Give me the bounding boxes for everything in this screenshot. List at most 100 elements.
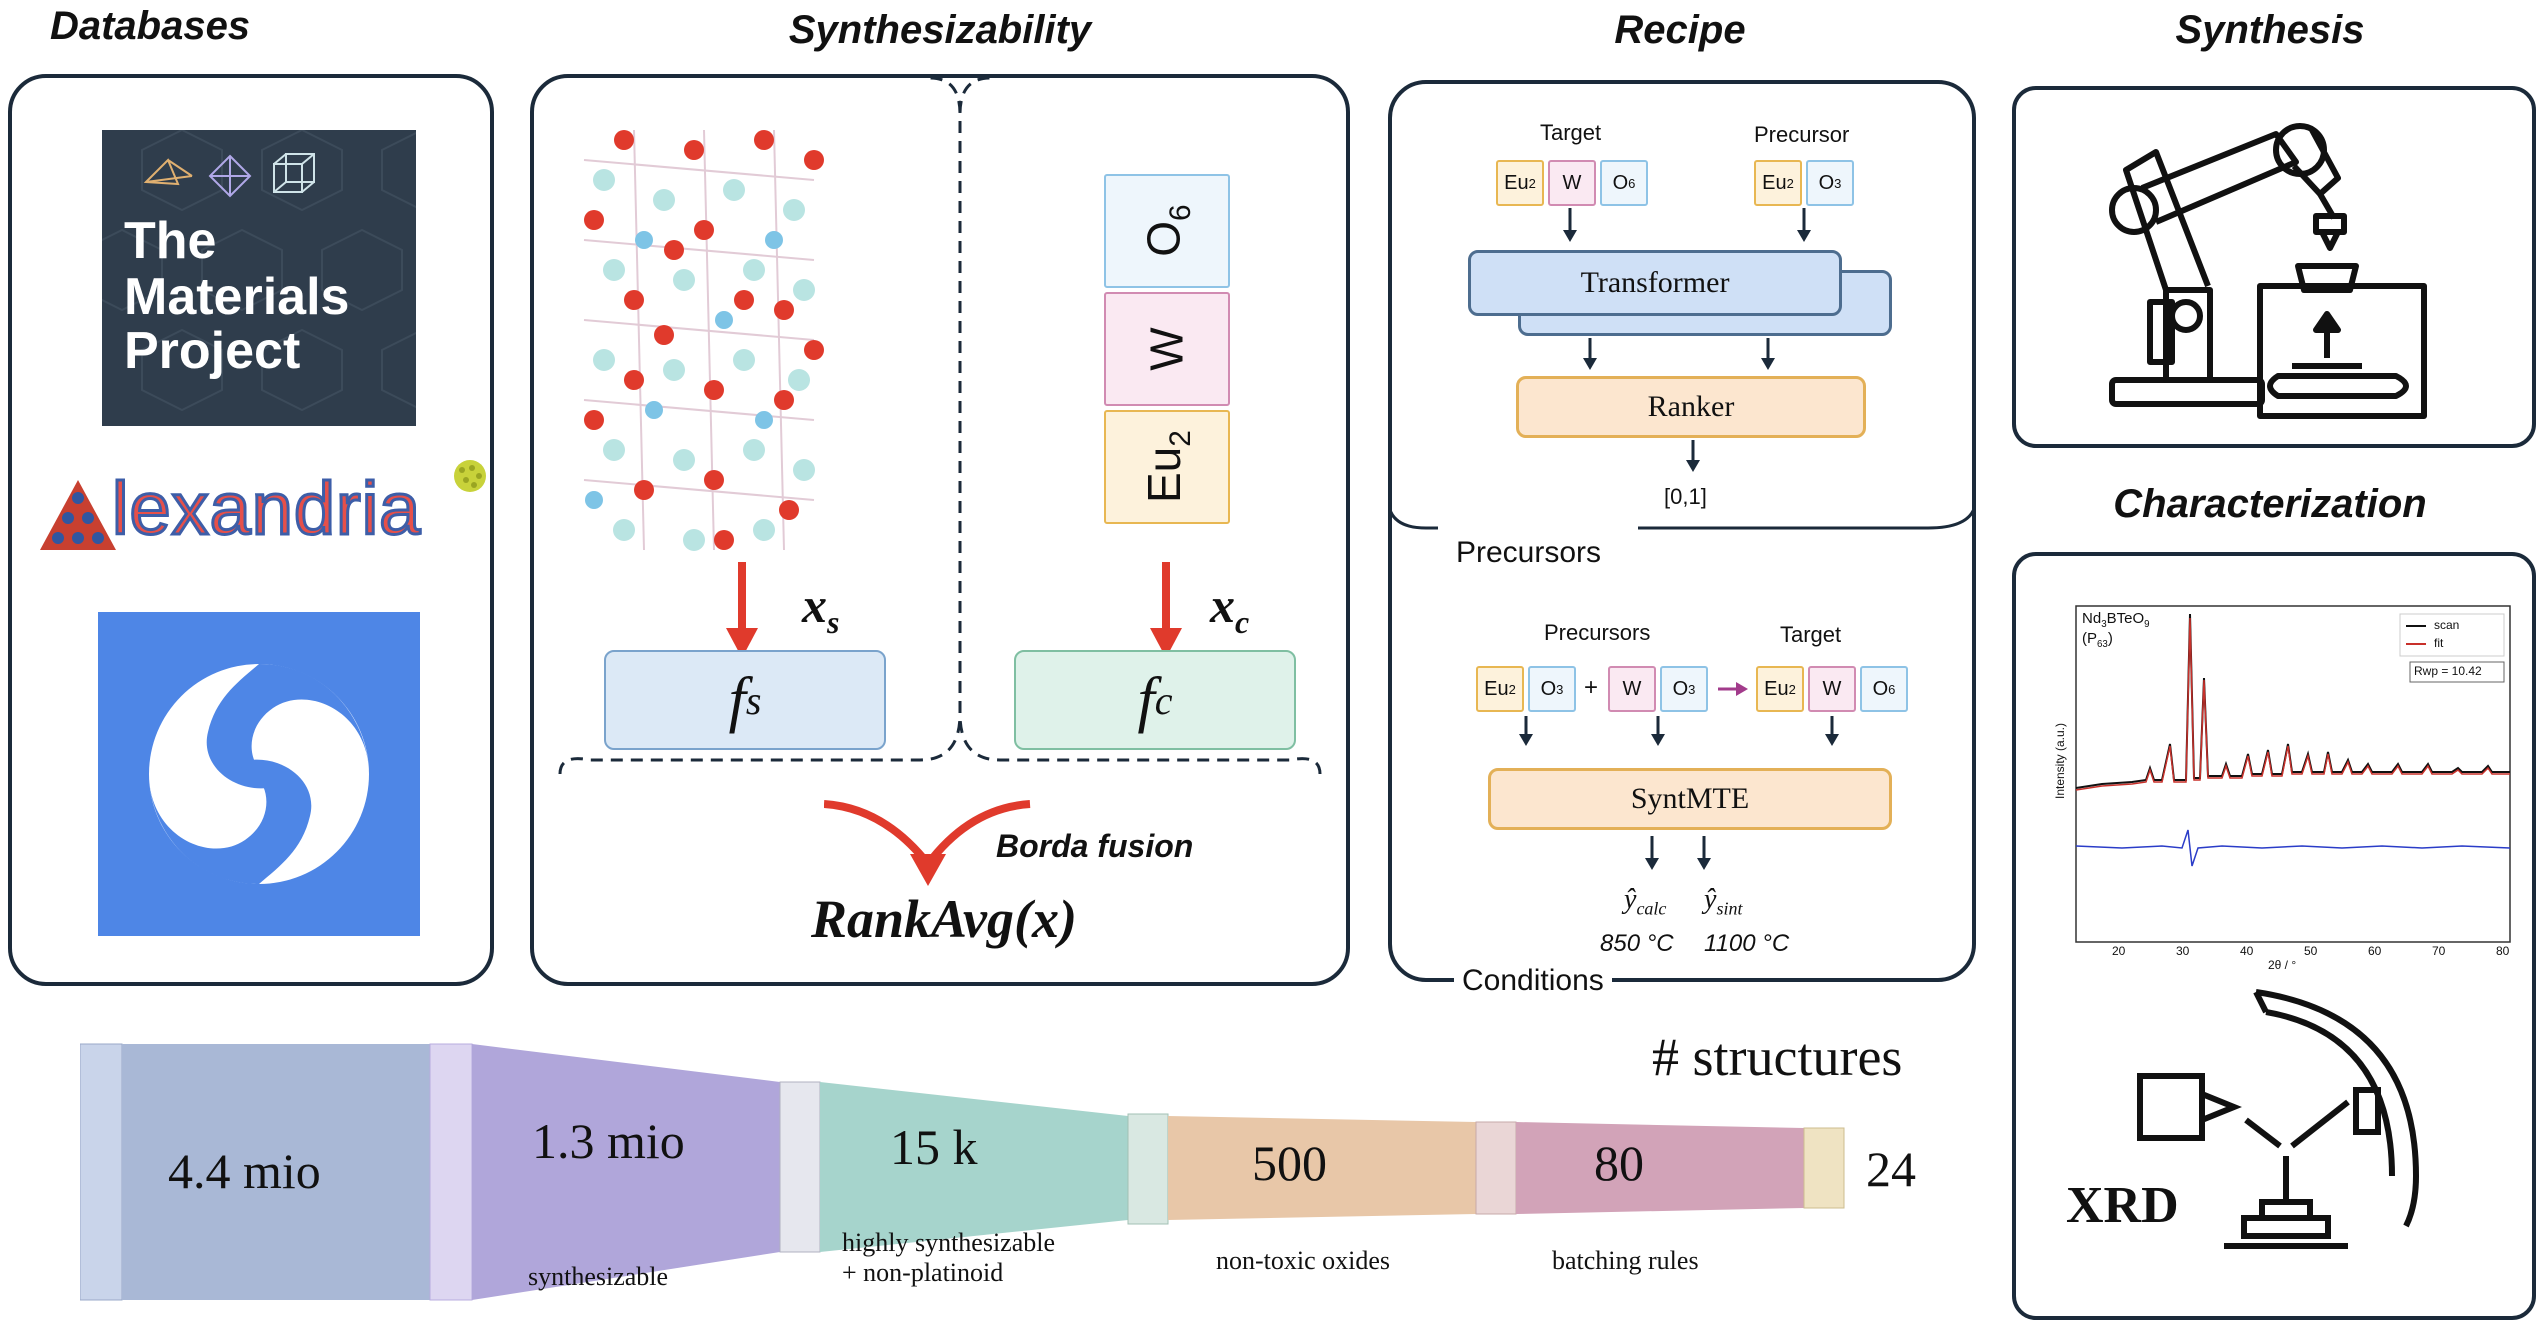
funnel-node-1 <box>80 1043 123 1301</box>
syntmte-output-arrows <box>1645 836 1711 870</box>
precursor-label: Precursor <box>1754 122 1850 147</box>
borda-fusion-icon <box>824 800 1031 886</box>
range-label: [0,1] <box>1664 484 1707 509</box>
funnel-sankey <box>80 1043 1845 1301</box>
xrd-rwp-label: Rwp = 10.42 <box>2414 664 2482 678</box>
synthesizability-title: Synthesizability <box>788 8 1092 52</box>
transformer-box: Transformer <box>1468 250 1842 316</box>
funnel-flow-5 <box>1516 1122 1804 1214</box>
characterization-title: Characterization <box>2113 482 2427 526</box>
funnel-flow-3 <box>820 1082 1128 1252</box>
funnel-flow-2 <box>472 1044 780 1300</box>
ranker-box: Ranker <box>1516 376 1866 438</box>
rankavg-label: RankAvg(x) <box>811 889 1077 949</box>
mp-logo-line-3: Project <box>124 322 301 380</box>
funnel-value-4: 500 <box>1252 1135 1327 1191</box>
funnel-label-4: non-toxic oxides <box>1216 1246 1391 1275</box>
funnel-value-3: 15 k <box>890 1119 978 1175</box>
crystal-structure-icon <box>583 129 824 551</box>
precursors-section-label: Precursors <box>1456 536 1602 569</box>
funnel-label-3: highly synthesizable + non-platinoid <box>842 1228 1056 1287</box>
target-chip-w: W <box>1548 160 1596 206</box>
diffractometer-icon <box>2137 989 2420 1249</box>
funnel-node-5 <box>1475 1121 1517 1215</box>
synthesis-panel <box>2012 86 2536 448</box>
funnel-node-2 <box>429 1043 473 1301</box>
xs-label: xs <box>802 577 840 640</box>
comp-chip-w: W <box>1104 292 1230 406</box>
synthesis-title: Synthesis <box>2175 8 2365 52</box>
xrd-xlabel: 2θ / ° <box>2268 958 2297 972</box>
ranker-output-arrow <box>1686 440 1700 472</box>
xrd-legend-scan: scan <box>2434 618 2460 632</box>
funnel-value-6: 24 <box>1866 1141 1916 1197</box>
alexandria-wordmark: lexandria <box>110 466 422 552</box>
syntmte-box: SyntMTE <box>1488 768 1892 830</box>
funnel-node-6 <box>1803 1127 1845 1209</box>
conditions-section-label: Conditions <box>1454 964 1612 998</box>
transformer-ranker-arrows <box>1583 338 1775 370</box>
xrd-ylabel: Intensity (a.u.) <box>2053 722 2068 800</box>
databases-title: Databases <box>49 4 251 48</box>
funnel-node-4 <box>1127 1113 1169 1225</box>
oqmd-logo <box>98 612 420 936</box>
alexandria-logo: lexandria <box>38 460 488 558</box>
funnel-label-2: synthesizable <box>528 1262 669 1291</box>
recipe-title: Recipe <box>1614 8 1746 52</box>
t-calc-label: 850 °C <box>1600 930 1674 957</box>
prec-b-chip-w: W <box>1608 666 1656 712</box>
xrd-label: XRD <box>2066 1177 2179 1234</box>
alexandria-ball-icon <box>454 460 486 492</box>
red-arrow-s-icon <box>726 562 758 658</box>
xc-label: xc <box>1210 577 1250 640</box>
mp-logo-line-2: Materials <box>124 268 350 326</box>
xrd-compound-label: Nd3BTeO9 <box>2082 610 2150 630</box>
dashed-divider <box>558 76 1322 775</box>
characterization-panel: Nd3BTeO9 (P63) scan fit Rwp = 10.42 Inte… <box>2012 552 2536 1320</box>
xrd-plot: Nd3BTeO9 (P63) scan fit Rwp = 10.42 Inte… <box>2053 604 2512 972</box>
alexandria-triangle-icon <box>40 480 116 550</box>
swirl-icon <box>149 664 369 884</box>
target2-chip-w: W <box>1808 666 1856 712</box>
funnel-label-5: batching rules <box>1552 1246 1699 1275</box>
target-label: Target <box>1540 120 1602 145</box>
funnel-flow-1 <box>122 1044 430 1300</box>
target2-label: Target <box>1780 622 1842 647</box>
plus-sign: + <box>1584 674 1599 701</box>
funnel-value-1: 4.4 mio <box>168 1143 321 1199</box>
mp-logo-line-1: The <box>124 212 217 270</box>
precursors-label: Precursors <box>1544 620 1651 645</box>
xrd-legend-fit: fit <box>2434 636 2444 650</box>
xrd-space-group-label: (P63) <box>2082 630 2113 650</box>
reaction-arrow-icon <box>1718 682 1748 696</box>
comp-chip-o6: O6 <box>1104 174 1230 288</box>
xrd-xticks: 20 30 40 50 60 70 80 <box>2112 944 2510 958</box>
input-arrows <box>1563 208 1811 242</box>
robot-arm-icon <box>2109 123 2427 419</box>
structures-title: # structures <box>1652 1027 1903 1087</box>
syntmte-input-arrows <box>1519 716 1839 746</box>
precursors-divider <box>1388 498 1976 531</box>
comp-chip-eu2: Eu2 <box>1104 410 1230 524</box>
materials-project-logo: The Materials Project <box>102 130 416 426</box>
y-sint-label: ŷsint <box>1704 884 1743 919</box>
y-calc-label: ŷcalc <box>1624 884 1667 919</box>
funnel-value-5: 80 <box>1594 1135 1644 1191</box>
borda-fusion-label: Borda fusion <box>996 828 1194 864</box>
databases-panel: The Materials Project lexandria <box>8 74 494 986</box>
funnel-value-2: 1.3 mio <box>532 1113 685 1169</box>
t-sint-label: 1100 °C <box>1704 930 1790 957</box>
